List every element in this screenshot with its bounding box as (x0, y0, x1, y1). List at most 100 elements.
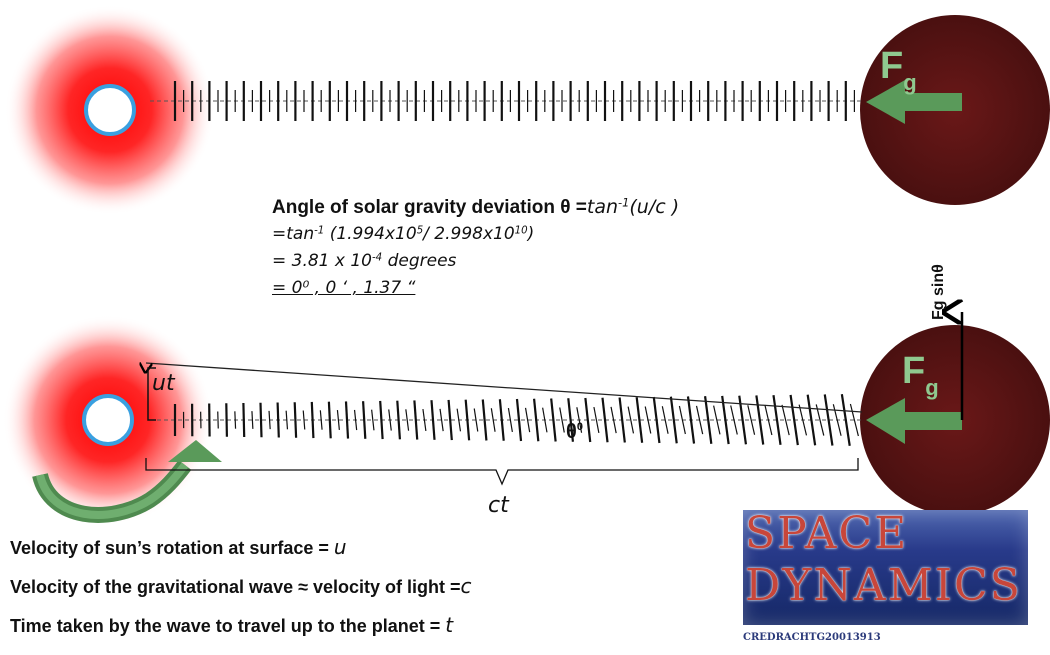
force-label-top: Fg (880, 45, 917, 95)
wave-tick (234, 411, 237, 429)
wave-tick (430, 400, 436, 440)
wave-tick (703, 396, 713, 444)
eq3-end: degrees (382, 251, 457, 271)
wave-tick (507, 407, 513, 433)
wave-tick (371, 409, 375, 431)
equation-line-1: Angle of solar gravity deviation θ =tan-… (272, 194, 679, 221)
ct-bracket (145, 458, 859, 486)
sun-core-bottom (82, 394, 134, 446)
wave-tick (806, 394, 817, 446)
legend-t-symbol: t (445, 613, 454, 637)
wave-tick (627, 406, 635, 434)
legend-block: Velocity of sun’s rotation at surface = … (10, 528, 472, 645)
eq2-num: (1.994x10 (329, 224, 417, 244)
force-arrow-bottom (866, 398, 962, 444)
wave-tick (473, 408, 479, 432)
wave-tick (498, 399, 505, 441)
wave-tick (593, 406, 600, 434)
equation-sup: -1 (618, 195, 630, 210)
wave-tick (601, 397, 609, 443)
wave-tick (344, 401, 350, 439)
wave-tick (456, 408, 462, 432)
wave-tick (276, 402, 280, 438)
legend-row-t: Time taken by the wave to travel up to t… (10, 606, 472, 645)
wave-tick (755, 395, 765, 445)
wave-tick (559, 407, 565, 433)
wave-tick (310, 401, 315, 439)
wave-tick (268, 410, 271, 430)
wave-tick (490, 408, 496, 432)
equation-title: Angle of solar gravity deviation θ = (272, 197, 587, 218)
eq2-den-sup: 10 (514, 225, 528, 237)
wave-tick (644, 406, 652, 434)
wave-tick (661, 406, 669, 434)
wave-tick (747, 405, 756, 435)
wave-tick (361, 401, 367, 439)
equation-line-4: = 0⁰ , 0 ‘ , 1.37 “ (272, 275, 679, 302)
wave-tick (678, 405, 686, 435)
wave-tick (524, 407, 531, 433)
eq2-pre: =tan (272, 224, 315, 244)
force-label-bottom: Fg (902, 350, 939, 400)
wave-tick (532, 398, 540, 442)
wave-tick (823, 394, 834, 446)
equation-tan: tan (586, 196, 619, 218)
wave-tick (764, 404, 773, 436)
equations-block: Angle of solar gravity deviation θ =tan-… (272, 194, 679, 302)
wave-tick (730, 405, 738, 435)
equation-line-2: =tan-1 (1.994x105/ 2.998x1010) (272, 221, 679, 248)
equation-line-3: = 3.81 x 10-4 degrees (272, 248, 679, 275)
theta-label: θ0 (566, 421, 583, 443)
legend-c-symbol: c (460, 574, 472, 598)
wave-tick (584, 397, 592, 443)
ut-label: ut (152, 371, 176, 396)
legend-c-text: Velocity of the gravitational wave ≈ vel… (10, 577, 461, 597)
eq2-end: ) (527, 224, 535, 244)
wave-tick (336, 410, 340, 430)
wave-tick (686, 396, 696, 444)
legend-u-text: Velocity of sun’s rotation at surface = (10, 538, 334, 558)
logo-word-dynamics: DYNAMICS (745, 560, 1022, 611)
wave-tick (293, 402, 298, 438)
wave-tick (379, 400, 384, 440)
wave-tick (422, 408, 427, 432)
wave-tick (713, 405, 721, 435)
wave-ticks-bottom (173, 394, 859, 446)
vertical-force-label: Fg sinθ (930, 264, 947, 320)
logo-credit: CREDRACHTG20013913 (743, 632, 881, 643)
wave-tick (515, 398, 523, 442)
wave-tick (302, 410, 306, 430)
eq3-sup: -4 (372, 252, 383, 264)
wave-tick (695, 405, 704, 435)
legend-row-c: Velocity of the gravitational wave ≈ vel… (10, 567, 472, 606)
wave-tick (840, 394, 851, 446)
equation-tail: (u/c ) (629, 196, 680, 218)
sun-rotation-arrow (32, 440, 222, 523)
ct-label: ct (488, 493, 510, 518)
wave-tick (542, 407, 548, 433)
deviation-line (146, 363, 863, 413)
wave-tick (669, 396, 678, 444)
wave-tick (464, 399, 471, 441)
wave-tick (439, 408, 444, 432)
wave-tick (652, 396, 661, 444)
wave-tick (251, 411, 254, 429)
wave-tick (259, 402, 263, 438)
wave-tick (789, 394, 799, 446)
wave-tick (396, 400, 402, 440)
wave-tick (815, 404, 825, 436)
wave-tick (721, 395, 730, 445)
wave-tick (413, 400, 419, 440)
wave-ticks-top (173, 81, 856, 121)
eq2-mid: / 2.998x10 (423, 224, 515, 244)
wave-tick (353, 409, 358, 431)
wave-tick (781, 404, 790, 436)
wave-tick (388, 409, 392, 431)
legend-row-u: Velocity of sun’s rotation at surface = … (10, 528, 472, 567)
eq4-result: = 0⁰ , 0 ‘ , 1.37 “ (272, 278, 416, 298)
wave-tick (405, 409, 410, 431)
logo-word-space: SPACE (745, 508, 909, 559)
legend-u-symbol: u (333, 535, 347, 559)
wave-tick (618, 397, 626, 443)
